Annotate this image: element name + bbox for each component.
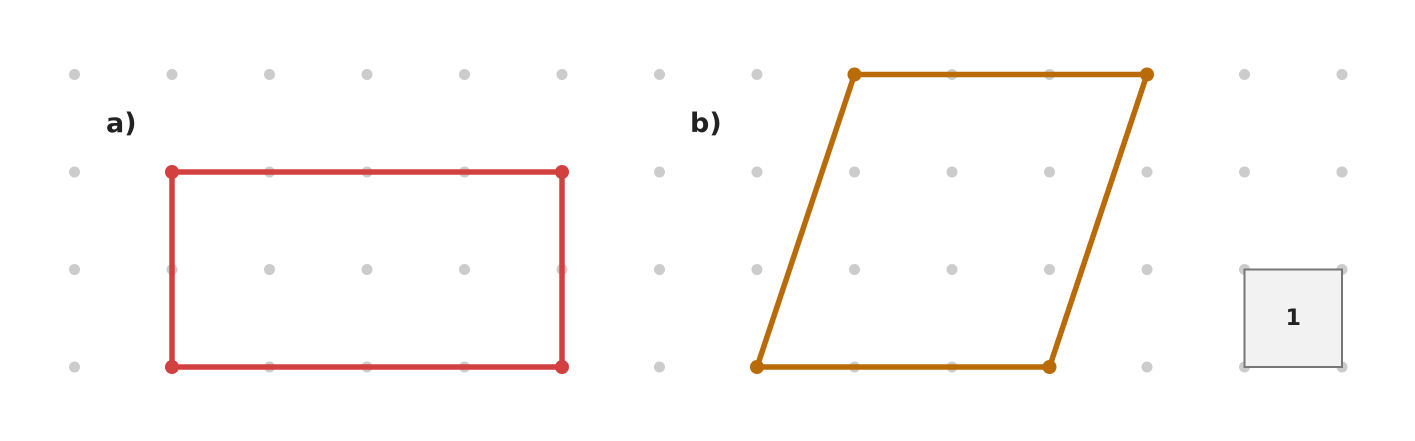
unit-square-box: [1243, 268, 1343, 368]
grid-dot: [556, 69, 568, 80]
grid-dot: [264, 264, 275, 275]
grid-dot: [69, 69, 80, 80]
grid-dot: [1141, 361, 1153, 373]
shape-a-label: a): [106, 108, 137, 139]
grid-dot: [1141, 264, 1153, 275]
shape-a-rectangle: a): [106, 108, 569, 374]
grid-dot: [1336, 69, 1348, 80]
shape-a-vertex: [555, 165, 569, 179]
shape-b-vertices: [750, 67, 1154, 374]
grid-dot: [1141, 166, 1153, 178]
shape-a-vertex: [165, 360, 179, 374]
grid-dot: [69, 361, 80, 373]
unit-square: 1: [1243, 268, 1343, 368]
grid-dot: [361, 264, 373, 275]
grid-dot: [1239, 69, 1250, 80]
grid-dot: [361, 69, 373, 80]
grid-dot: [459, 69, 470, 80]
grid-dot: [946, 166, 958, 178]
grid-dot: [1044, 166, 1055, 178]
grid-dot: [1239, 166, 1250, 178]
grid-dot: [69, 264, 80, 275]
shape-a-vertices: [165, 165, 569, 374]
shape-b-vertex: [750, 360, 764, 374]
grid-dot: [1044, 264, 1055, 275]
grid-dot: [654, 361, 665, 373]
unit-square-label: 1: [1286, 306, 1301, 331]
shape-a-vertex: [165, 165, 179, 179]
shape-a-vertex: [555, 360, 569, 374]
shape-b-label: b): [690, 108, 722, 139]
shape-b-vertex: [1042, 360, 1057, 374]
shape-b-vertex: [847, 67, 862, 82]
grid-dot: [751, 69, 763, 80]
grid-dot: [264, 69, 275, 80]
grid-dot: [751, 166, 763, 178]
grid-dot: [751, 264, 763, 275]
grid-dot: [946, 264, 958, 275]
grid-dot: [69, 166, 80, 178]
shape-b-outline: [754, 71, 1150, 370]
grid-dot: [849, 264, 860, 275]
grid-dot: [654, 166, 665, 178]
grid-dot: [1336, 166, 1348, 178]
grid-dot: [459, 264, 470, 275]
grid-dot: [654, 264, 665, 275]
grid-dot: [166, 69, 178, 80]
shape-b-vertex: [1140, 67, 1154, 82]
shape-b-parallelogram: b): [690, 67, 1154, 374]
grid-dot: [654, 69, 665, 80]
grid-dot: [849, 166, 860, 178]
